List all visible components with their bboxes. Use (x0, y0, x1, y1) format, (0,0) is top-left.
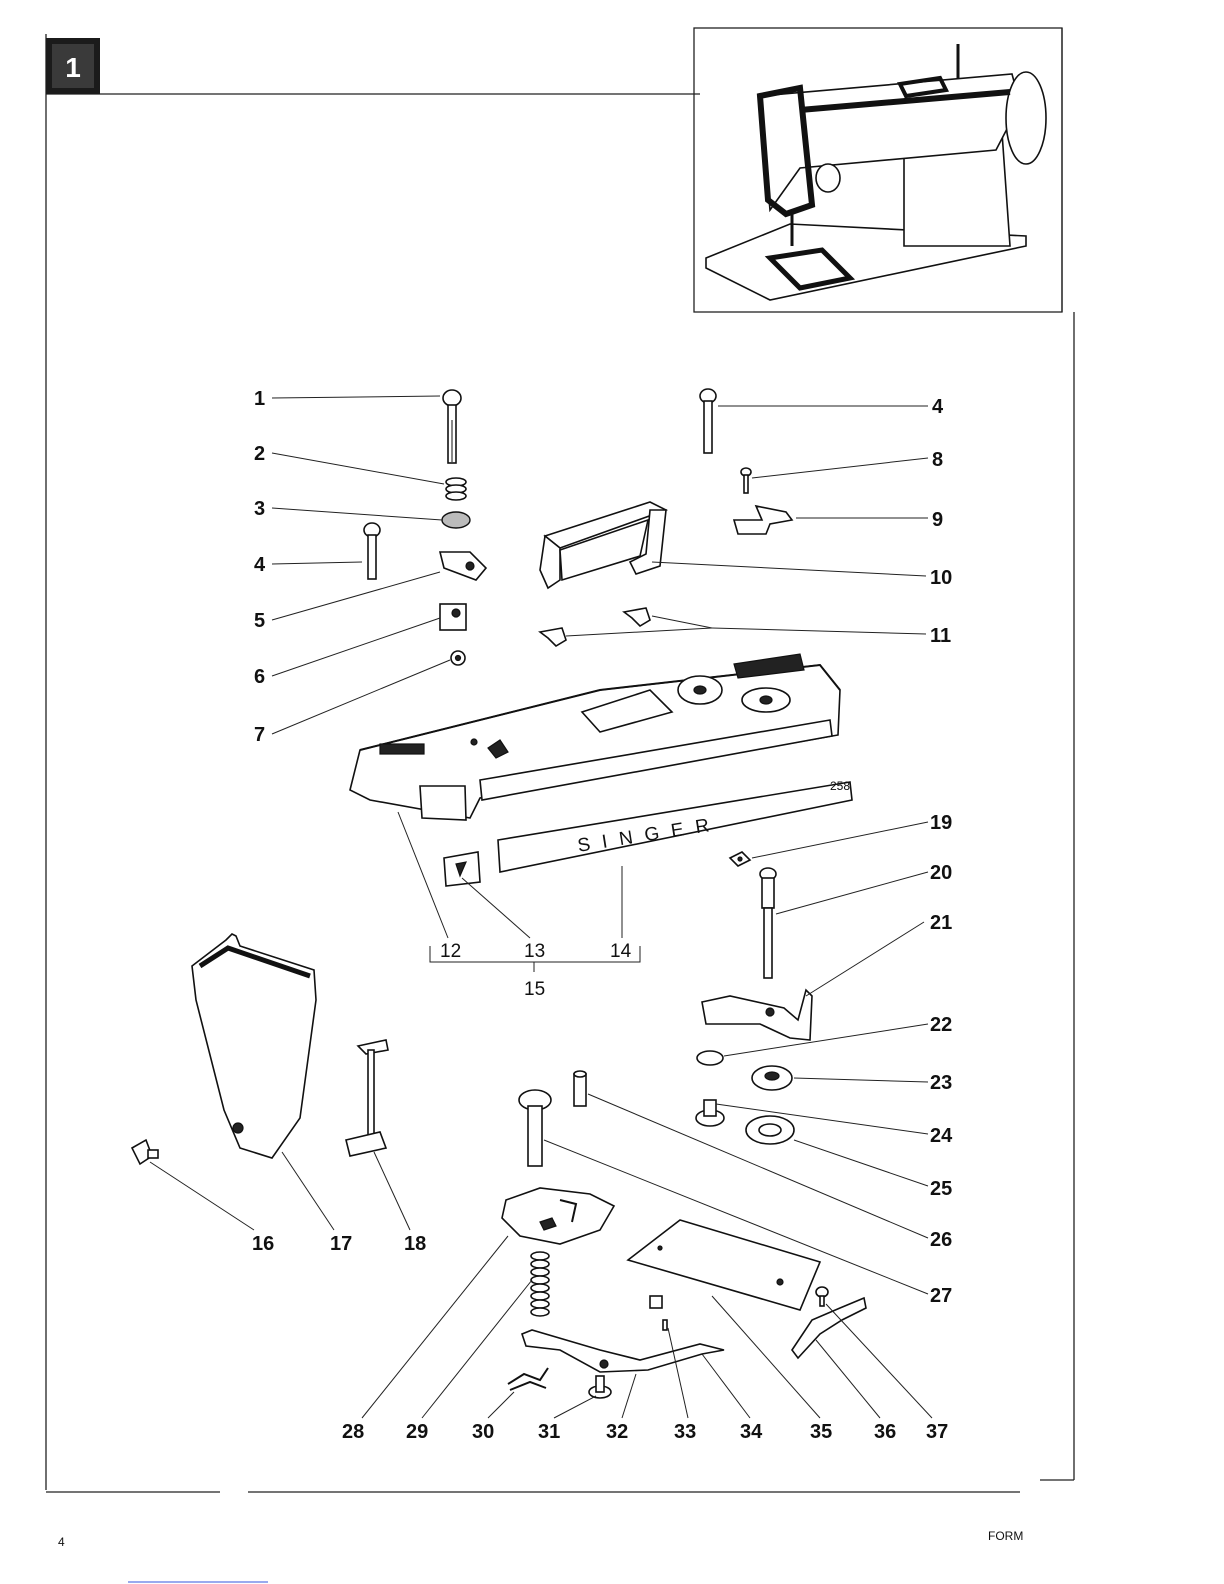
machine-inset (694, 28, 1062, 312)
callout-14: 14 (610, 941, 632, 962)
part-29-spring (531, 1252, 549, 1316)
callout-1: 1 (254, 388, 265, 410)
callout-34: 34 (740, 1421, 763, 1443)
part-8-screw (741, 468, 751, 493)
part-2-spring (446, 478, 466, 500)
page-number: 4 (58, 1535, 65, 1549)
part-18-bar (346, 1040, 388, 1156)
callout-26: 26 (930, 1229, 952, 1251)
callout-4-right: 4 (932, 396, 944, 418)
callout-9: 9 (932, 509, 943, 531)
part-21-lever (702, 990, 812, 1040)
callout-22: 22 (930, 1014, 952, 1036)
part-14-nameplate: SINGER 258 (498, 779, 852, 872)
part-28-needle-plate (502, 1188, 614, 1244)
callout-19: 19 (930, 812, 952, 834)
callout-24: 24 (930, 1125, 953, 1147)
callout-11: 11 (930, 625, 951, 647)
part-11-clips (540, 608, 650, 646)
callout-27: 27 (930, 1285, 952, 1307)
callout-30: 30 (472, 1421, 494, 1443)
callout-32: 32 (606, 1421, 628, 1443)
callout-18: 18 (404, 1233, 426, 1255)
part-23-spool (752, 1066, 792, 1090)
part-22-washer (697, 1051, 723, 1065)
part-9-bracket (734, 506, 792, 534)
callout-20: 20 (930, 862, 952, 884)
callout-8: 8 (932, 449, 943, 471)
part-16-thumb-screw (132, 1140, 158, 1164)
part-26-post (574, 1071, 586, 1106)
callout-31: 31 (538, 1421, 560, 1443)
callout-35: 35 (810, 1421, 832, 1443)
callout-36: 36 (874, 1421, 896, 1443)
part-4-screw-right (700, 389, 716, 453)
part-30-clip (508, 1368, 548, 1390)
callout-6: 6 (254, 666, 265, 688)
part-19-nut (730, 852, 750, 866)
callout-10: 10 (930, 567, 952, 589)
part-10-top-cover (540, 502, 666, 588)
callout-33: 33 (674, 1421, 696, 1443)
section-number: 1 (65, 52, 81, 83)
part-7-washer (451, 651, 465, 665)
callout-37: 37 (926, 1421, 948, 1443)
part-37-screw (816, 1287, 828, 1306)
callout-5: 5 (254, 610, 265, 632)
part-3-bushing (442, 512, 470, 528)
page-footer: 4 FORM (58, 1529, 1023, 1582)
callout-23: 23 (930, 1072, 952, 1094)
part-25-ring (746, 1116, 794, 1144)
part-small-block (650, 1296, 667, 1330)
callout-21: 21 (930, 912, 952, 934)
part-13-badge (444, 852, 480, 886)
callout-13: 13 (524, 941, 545, 962)
part-6-block (440, 604, 466, 630)
callout-25: 25 (930, 1178, 952, 1200)
callout-2: 2 (254, 443, 265, 465)
callout-7: 7 (254, 724, 265, 746)
part-27-shaft (519, 1090, 551, 1166)
callout-16: 16 (252, 1233, 274, 1255)
part-20-shaft (760, 868, 776, 978)
part-31-stud (589, 1376, 611, 1398)
part-24-knob (696, 1100, 724, 1126)
callout-17: 17 (330, 1233, 352, 1255)
part-4-screw-left (364, 523, 380, 579)
callout-28: 28 (342, 1421, 364, 1443)
footer-form-label: FORM (988, 1529, 1023, 1543)
callout-29: 29 (406, 1421, 428, 1443)
callout-12: 12 (440, 941, 461, 962)
section-badge: 1 (46, 38, 100, 94)
part-17-face-cover (192, 934, 316, 1158)
callout-4-left: 4 (254, 554, 266, 576)
part-33-long-lever (522, 1330, 724, 1372)
callout-3: 3 (254, 498, 265, 520)
part-1-screw (443, 390, 461, 463)
nameplate-model: 258 (830, 779, 850, 793)
part-5-bracket (440, 552, 486, 580)
callout-15: 15 (524, 979, 545, 1000)
